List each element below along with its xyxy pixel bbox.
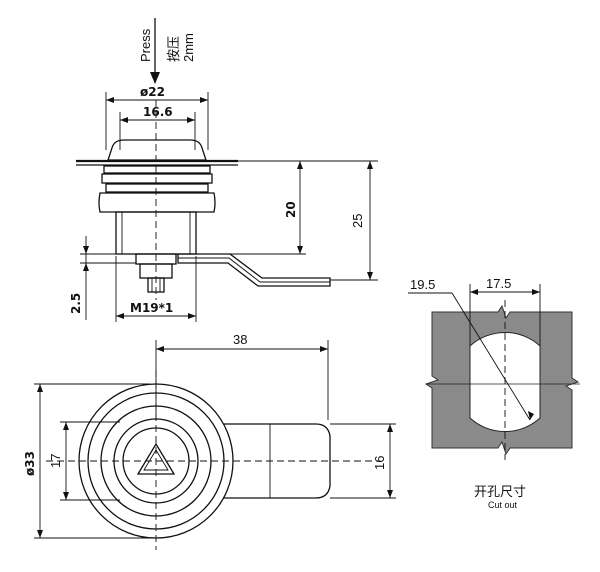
- dim25b-arrows: [83, 246, 89, 271]
- thread-arrows: [116, 313, 196, 319]
- lock-nut: [98, 192, 216, 213]
- press-cn-label: 按压: [167, 36, 182, 62]
- dim17-arrows: [63, 422, 69, 500]
- dim-gap: 2.5: [69, 293, 83, 314]
- dim-thread: M19*1: [130, 301, 173, 315]
- cam-arm-inner: [178, 257, 330, 283]
- dim-inner-width: 16.6: [143, 105, 173, 119]
- press-arrow-head: [150, 72, 160, 84]
- dim175-arrows: [470, 289, 540, 295]
- dim-outer-diameter: ø22: [140, 85, 165, 99]
- dim166-arrows: [120, 117, 195, 123]
- cutout-title-en: Cut out: [488, 500, 518, 510]
- dim-cutout-width: 17.5: [486, 276, 511, 291]
- dim-cutout-diameter: 19.5: [410, 277, 435, 292]
- dim-hole-height: 17: [48, 454, 63, 468]
- dim-cam-width: 16: [372, 456, 387, 470]
- dim16-arrows: [387, 424, 393, 498]
- front-view: 38 ø33 17 16: [23, 332, 396, 550]
- dim-height-20: 20: [284, 201, 298, 218]
- side-view: Press 按压 2mm ø22 16.6: [69, 18, 378, 322]
- cutout-view: 19.5 17.5 开孔尺寸 Cut out: [408, 276, 580, 510]
- cam-arm: [177, 253, 331, 287]
- dim195-leader: [451, 292, 531, 421]
- cutout-title-cn: 开孔尺寸: [474, 485, 526, 500]
- collar-ring-3: [105, 183, 209, 193]
- press-label: Press: [138, 28, 153, 62]
- dim-front-diameter: ø33: [23, 451, 37, 476]
- lock-head: [107, 139, 207, 161]
- press-amount-label: 2mm: [181, 33, 196, 62]
- dim195-arrow: [528, 411, 534, 420]
- front-cam-arm: [224, 423, 331, 499]
- dim-length: 38: [233, 332, 247, 347]
- collar-ring-1: [103, 165, 211, 174]
- dim-height-25: 25: [350, 214, 365, 228]
- collar-ring-2: [101, 173, 213, 184]
